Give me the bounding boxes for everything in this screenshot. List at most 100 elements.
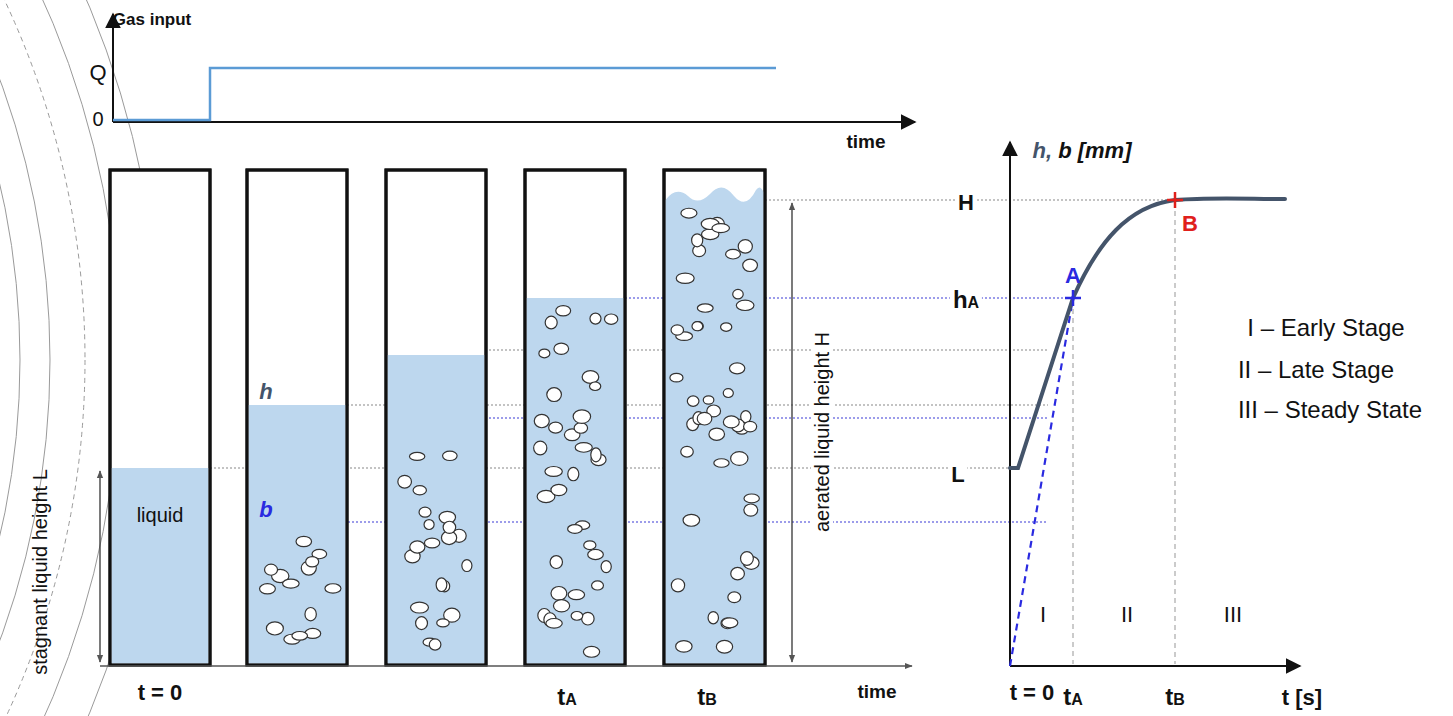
- bubble: [670, 373, 683, 382]
- bubble: [409, 452, 424, 460]
- level-symbol: h: [259, 380, 272, 404]
- liquid-column: liquid: [111, 171, 209, 664]
- bubble: [721, 323, 732, 332]
- time-label: t = 0: [138, 681, 183, 705]
- axis-value: hA: [950, 287, 982, 313]
- bubble: [325, 584, 341, 593]
- bubble: [296, 536, 312, 546]
- bubble: [604, 314, 617, 324]
- bubble: [726, 249, 741, 259]
- bubble: [283, 579, 300, 588]
- bubble: [424, 520, 434, 530]
- bubble: [547, 388, 562, 402]
- axis-value: L: [948, 463, 967, 487]
- bubble: [681, 208, 697, 218]
- bubble: [709, 428, 725, 440]
- bubble: [411, 602, 429, 613]
- bubble: [697, 412, 712, 425]
- bubble: [305, 607, 316, 620]
- bubble: [574, 423, 587, 434]
- bubble: [588, 549, 604, 559]
- bubble: [592, 581, 604, 590]
- axis-title: t [s]: [1282, 686, 1322, 710]
- bubble: [575, 443, 592, 453]
- bubble: [601, 561, 611, 573]
- bubble: [671, 325, 683, 335]
- time-label: tA: [557, 684, 577, 710]
- bubble: [556, 306, 571, 316]
- bubble: [410, 541, 425, 553]
- dimension-arrows: [100, 203, 792, 662]
- bubble: [692, 234, 703, 247]
- bubble: [683, 514, 700, 526]
- bubble: [573, 410, 590, 424]
- bubble: [693, 322, 703, 331]
- stage-number: II: [1121, 603, 1133, 627]
- bubble: [571, 611, 583, 620]
- bubble: [584, 541, 596, 550]
- axis-value: Q: [89, 61, 106, 85]
- stage-legend: II – Late Stage: [1238, 357, 1394, 383]
- time-label: tB: [1165, 684, 1185, 710]
- bubble: [741, 552, 754, 566]
- bubble: [539, 349, 550, 358]
- bubble: [738, 240, 752, 254]
- bubble: [398, 475, 412, 488]
- axis-value: H: [955, 191, 977, 215]
- level-symbol: b: [259, 498, 272, 522]
- bubble: [551, 484, 567, 495]
- bubble: [687, 396, 699, 406]
- bubble: [731, 452, 748, 466]
- bubble: [681, 446, 694, 457]
- bubble: [545, 316, 557, 329]
- bubble: [416, 617, 428, 630]
- bubble: [546, 619, 562, 629]
- stage-legend: III – Steady State: [1238, 397, 1422, 423]
- bubble: [582, 612, 594, 625]
- bubble: [714, 459, 729, 467]
- bubble: [437, 619, 449, 627]
- bubble: [534, 414, 549, 427]
- bubble: [545, 467, 562, 477]
- bubble: [744, 504, 758, 516]
- bubble: [429, 639, 441, 650]
- bubble: [723, 389, 733, 398]
- bubble: [550, 556, 562, 569]
- bubble: [590, 313, 601, 324]
- bubble: [708, 612, 718, 624]
- bubble: [697, 304, 713, 312]
- bubble: [743, 259, 758, 271]
- bubble: [591, 448, 601, 462]
- bubble: [568, 590, 584, 600]
- bubble: [590, 382, 601, 391]
- bubble: [265, 564, 278, 575]
- bubble: [554, 343, 569, 354]
- bubble: [676, 273, 694, 283]
- bubble: [692, 322, 703, 331]
- dimension-label: aerated liquid height H: [811, 329, 833, 535]
- point-label: B: [1182, 212, 1198, 236]
- bubble: [744, 494, 759, 503]
- bubble: [306, 557, 319, 567]
- time-label: tB: [697, 684, 717, 710]
- bubble: [722, 618, 738, 628]
- stage-legend: I – Early Stage: [1247, 315, 1404, 341]
- bubble: [731, 567, 745, 579]
- bubble: [260, 584, 276, 594]
- bubble-columns: [110, 170, 765, 665]
- bubble: [292, 631, 308, 640]
- bubble: [534, 441, 547, 455]
- bubble: [568, 467, 579, 480]
- bubble: [436, 578, 447, 592]
- time-label: tA: [1063, 684, 1083, 710]
- point-label: A: [1065, 264, 1081, 288]
- bubble: [462, 560, 472, 572]
- axis-title: Gas input: [113, 11, 191, 30]
- bubble: [676, 641, 692, 653]
- bubble: [728, 592, 741, 603]
- time-label: t = 0: [1010, 681, 1055, 705]
- bubble: [729, 363, 744, 374]
- bubble: [413, 486, 426, 495]
- bubble: [549, 422, 563, 433]
- bubble: [443, 521, 456, 533]
